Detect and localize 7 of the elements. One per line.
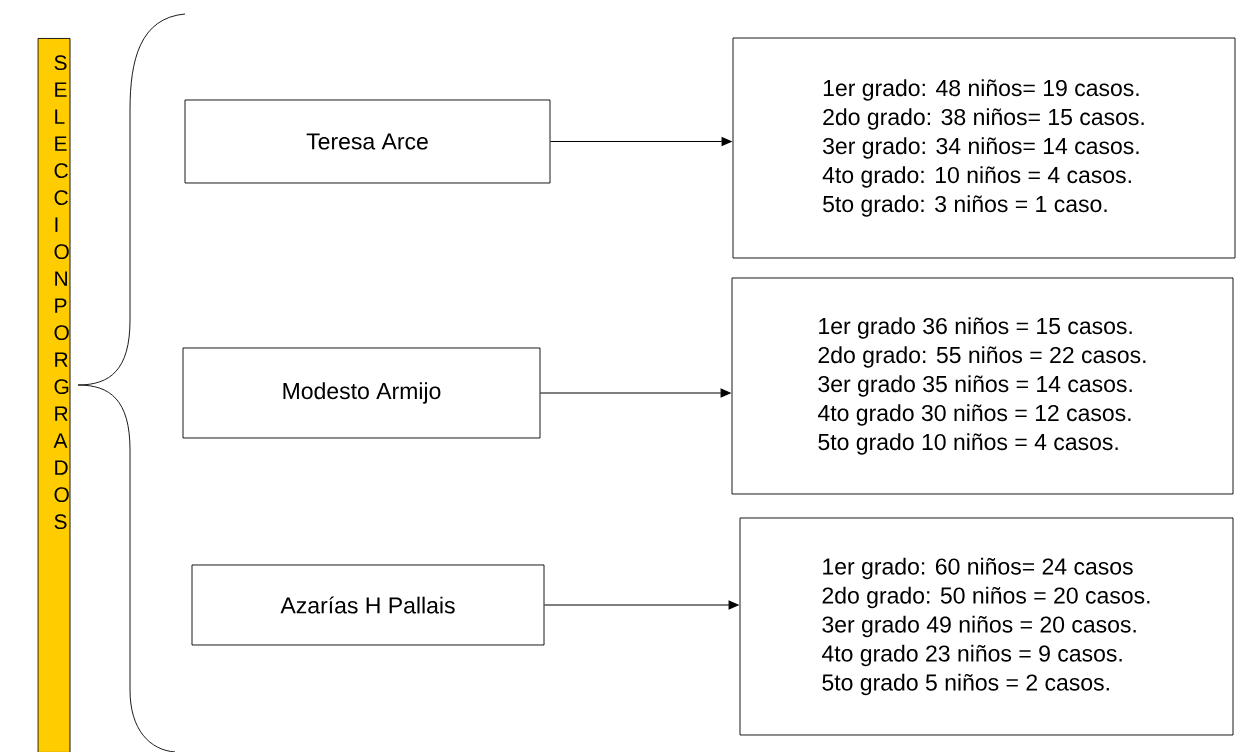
grade-cases-box: 1er grado: 48 niños= 19 casos. 2do grado: 38 niños= 15 casos. 3er grado: 34 niños= 14 casos. 4to grado: 10 niños = 4 casos. 5to grado: 3 niños = 1 caso. (732, 37, 1236, 259)
school-box: Azarías H Pallais (191, 564, 545, 646)
school-box: Teresa Arce (184, 99, 551, 184)
grade-cases-box: 1er grado 36 niños = 15 casos. 2do grado: 55 niños = 22 casos. 3er grado 35 niños = 14 casos. 4to grado 30 niños = 12 casos. 5to grado 10 niños = 4 casos. (731, 277, 1234, 495)
school-box: Modesto Armijo (182, 347, 541, 439)
grade-cases-box: 1er grado: 60 niños= 24 casos 2do grado: 50 niños = 20 casos. 3er grado 49 niños = 20 casos. 4to grado 23 niños = 9 casos. 5to grado 5 niños = 2 casos. (739, 517, 1234, 736)
vertical-title-band: SELECCION POR GRADOS (37, 38, 71, 752)
